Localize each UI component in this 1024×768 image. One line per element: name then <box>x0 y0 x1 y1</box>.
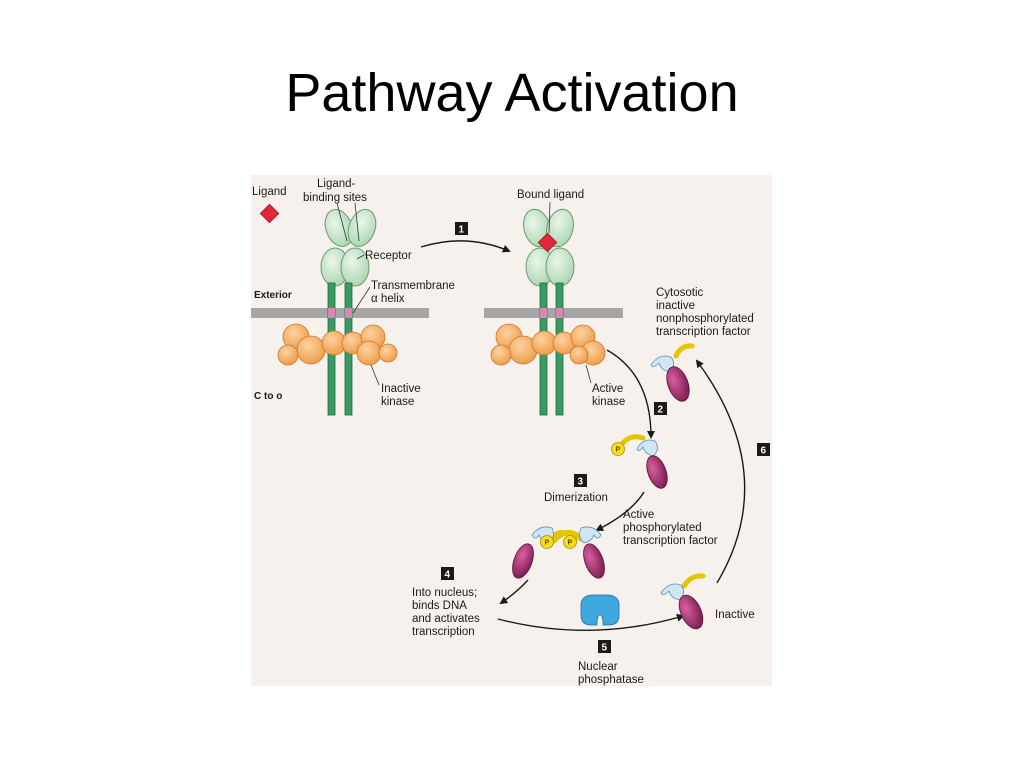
step-badge-6: 6 <box>757 443 770 457</box>
step-badge-2: 2 <box>654 402 667 416</box>
svg-text:3: 3 <box>578 477 584 488</box>
cytosolic-inactive-tf <box>650 343 695 402</box>
receptor-body <box>545 247 575 287</box>
leader-line <box>356 254 365 260</box>
tm-segment <box>556 308 563 318</box>
phospho-label: P <box>545 540 550 547</box>
inactive-tf <box>660 573 706 630</box>
slide-title: Pathway Activation <box>285 63 739 123</box>
label-cytosolic-tf-4: transcription factor <box>656 326 751 338</box>
label-ligand: Ligand <box>252 186 287 198</box>
label-binding-sites-2: binding sites <box>303 192 367 204</box>
step-badge-4: 4 <box>441 567 454 581</box>
label-transmembrane-2: α helix <box>371 293 405 305</box>
leader-line <box>370 364 380 386</box>
label-active-tf-3: transcription factor <box>623 535 718 547</box>
active-receptor <box>484 208 623 416</box>
label-into-nucleus-2: binds DNA <box>412 600 467 612</box>
arrow-step-6 <box>695 359 746 584</box>
label-transmembrane-1: Transmembrane <box>371 280 455 292</box>
svg-text:4: 4 <box>445 570 451 581</box>
phosphorylated-tf: P <box>611 434 668 489</box>
svg-text:2: 2 <box>658 405 664 416</box>
label-active-kinase-1: Active <box>592 383 623 395</box>
label-binding-sites-1: Ligand- <box>317 178 356 190</box>
arrow-step-2 <box>606 349 655 439</box>
phospho-label: P <box>616 447 621 454</box>
label-dimerization: Dimerization <box>544 492 608 504</box>
label-bound-ligand: Bound ligand <box>517 189 584 201</box>
inactive-receptor <box>251 209 429 416</box>
label-inactive: Inactive <box>715 609 755 621</box>
leader-line <box>548 201 551 234</box>
step-badge-1: 1 <box>455 222 468 236</box>
label-into-nucleus-3: and activates <box>412 613 480 625</box>
svg-text:6: 6 <box>761 446 767 457</box>
arrow-step-3 <box>595 491 645 531</box>
bound-ligand-diamond <box>537 232 558 253</box>
label-exterior: Exterior <box>254 290 292 301</box>
label-cytosolic-tf-1: Cytosotic <box>656 287 704 299</box>
label-inactive-kinase-1: Inactive <box>381 383 421 395</box>
label-active-tf-1: Active <box>623 509 654 521</box>
label-into-nucleus-1: Into nucleus; <box>412 587 477 599</box>
label-cytosolic-tf-2: inactive <box>656 300 695 312</box>
pathway-diagram: Ligand Ligand- binding sites Receptor Ex… <box>251 175 772 686</box>
label-receptor: Receptor <box>365 250 412 262</box>
label-active-kinase-2: kinase <box>592 396 625 408</box>
membrane-right <box>484 308 623 318</box>
membrane-left <box>251 308 429 318</box>
label-phosphatase-2: phosphatase <box>578 674 644 686</box>
label-into-nucleus-4: transcription <box>412 626 475 638</box>
step-badge-5: 5 <box>598 640 611 654</box>
leader-line <box>585 364 592 384</box>
label-c-to-o: C to o <box>254 391 282 402</box>
tm-segment <box>540 308 547 318</box>
arrow-step-1 <box>420 240 511 253</box>
label-active-tf-2: phosphorylated <box>623 522 702 534</box>
tm-segment <box>345 308 352 318</box>
receptor-body <box>340 247 370 287</box>
binding-lobe <box>347 209 377 247</box>
svg-text:1: 1 <box>459 225 465 236</box>
nuclear-phosphatase-shape <box>580 594 620 626</box>
phospho-label: P <box>568 540 573 547</box>
svg-text:5: 5 <box>602 643 608 654</box>
label-inactive-kinase-2: kinase <box>381 396 414 408</box>
arrow-step-5 <box>497 613 685 631</box>
step-badge-3: 3 <box>574 474 587 488</box>
tf-dimer: P P <box>512 526 605 579</box>
arrow-step-4 <box>499 579 529 605</box>
label-phosphatase-1: Nuclear <box>578 661 618 673</box>
label-cytosolic-tf-3: nonphosphorylated <box>656 313 754 325</box>
inactive-kinase <box>277 323 398 366</box>
active-kinase <box>490 323 606 366</box>
tm-segment <box>328 308 335 318</box>
ligand-diamond <box>259 203 280 224</box>
leader-line <box>336 202 360 242</box>
binding-lobe <box>546 208 574 248</box>
leader-line <box>352 286 371 314</box>
